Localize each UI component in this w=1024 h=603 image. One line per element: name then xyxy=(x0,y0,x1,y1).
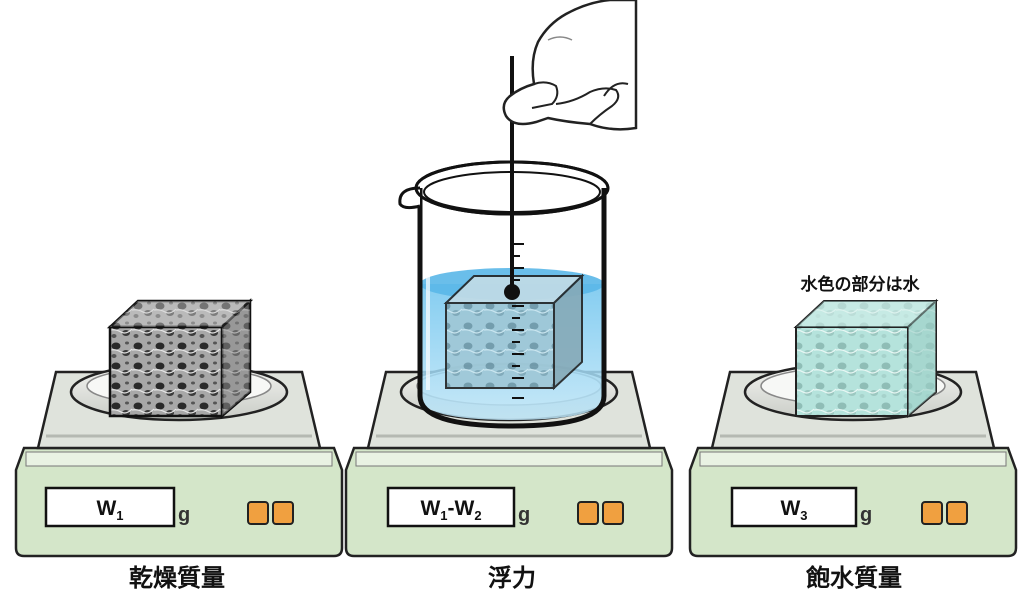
display-center: W1-W2 g xyxy=(386,486,530,528)
display-right-sub: 3 xyxy=(800,508,807,523)
caption-buoyancy: 浮力 xyxy=(488,564,536,592)
dry-sample-cube xyxy=(106,298,254,419)
display-right: W3 g xyxy=(730,486,872,528)
unit-right: g xyxy=(860,504,872,526)
caption-dry-mass: 乾燥質量 xyxy=(129,564,225,592)
display-center-sub2: 2 xyxy=(474,508,481,523)
display-center-sub: 1 xyxy=(440,508,447,523)
unit-left: g xyxy=(178,504,190,526)
caption-saturated-mass: 飽水質量 xyxy=(806,564,902,592)
display-left: W1 g xyxy=(44,486,190,528)
wet-sample-cube xyxy=(793,298,939,419)
display-center-main: W xyxy=(420,497,440,520)
svg-text:W1: W1 xyxy=(96,497,123,523)
svg-text:W1-W2: W1-W2 xyxy=(420,497,481,523)
beaker xyxy=(398,160,610,429)
unit-center: g xyxy=(518,504,530,526)
display-left-sub: 1 xyxy=(116,508,123,523)
display-center-sep: -W xyxy=(448,497,475,520)
display-left-main: W xyxy=(96,497,116,520)
svg-text:W3: W3 xyxy=(780,497,807,523)
graduation-marks xyxy=(512,243,524,399)
display-right-main: W xyxy=(780,497,800,520)
water-note: 水色の部分は水 xyxy=(800,275,920,295)
hand-icon xyxy=(502,0,638,131)
